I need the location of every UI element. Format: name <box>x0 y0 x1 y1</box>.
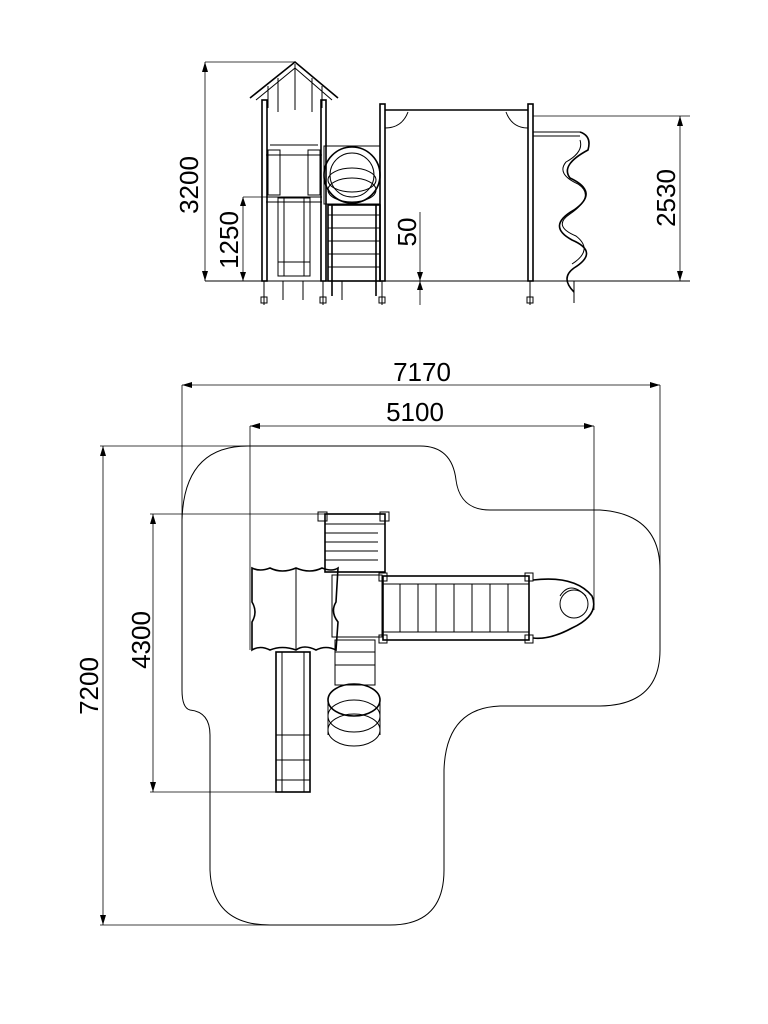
monkey-bars-plan <box>378 572 534 644</box>
tower-posts <box>261 99 327 282</box>
dim-foot-depth: 50 <box>392 212 423 305</box>
slide-front <box>277 197 311 277</box>
dim-label-50: 50 <box>392 218 422 247</box>
dim-label-5100: 5100 <box>386 397 444 427</box>
dim-bar-height: 2530 <box>533 115 690 281</box>
dim-label-1250: 1250 <box>214 211 244 269</box>
crawl-tube <box>323 145 381 205</box>
dim-overall-depth: 7200 <box>74 445 390 926</box>
tube-plan <box>327 639 381 747</box>
dim-overall-width: 7170 <box>181 357 661 570</box>
elevation-view: 3200 1250 50 2530 <box>174 60 690 305</box>
plan-view: 7170 5100 7200 4300 <box>74 357 661 926</box>
spiral-climber-plan <box>532 578 595 640</box>
slide-plan <box>275 651 311 793</box>
dim-label-3200: 3200 <box>174 156 204 214</box>
dim-equipment-width: 5100 <box>249 397 595 650</box>
dim-label-4300: 4300 <box>126 611 156 669</box>
dim-label-2530: 2530 <box>651 169 681 227</box>
tower-roof <box>249 60 339 112</box>
safety-zone-outline <box>181 445 661 926</box>
dim-equipment-depth: 4300 <box>126 513 325 793</box>
dim-label-7170: 7170 <box>393 357 451 387</box>
footings <box>260 281 575 305</box>
monkey-bar-frame <box>379 103 580 282</box>
dim-total-height: 3200 <box>174 61 295 281</box>
spiral-climber <box>558 131 590 293</box>
tower-platform <box>251 566 383 652</box>
climbing-ladder <box>327 204 381 296</box>
upper-steps <box>317 511 390 573</box>
dim-platform-height: 1250 <box>214 196 266 281</box>
dim-label-7200: 7200 <box>74 657 104 715</box>
